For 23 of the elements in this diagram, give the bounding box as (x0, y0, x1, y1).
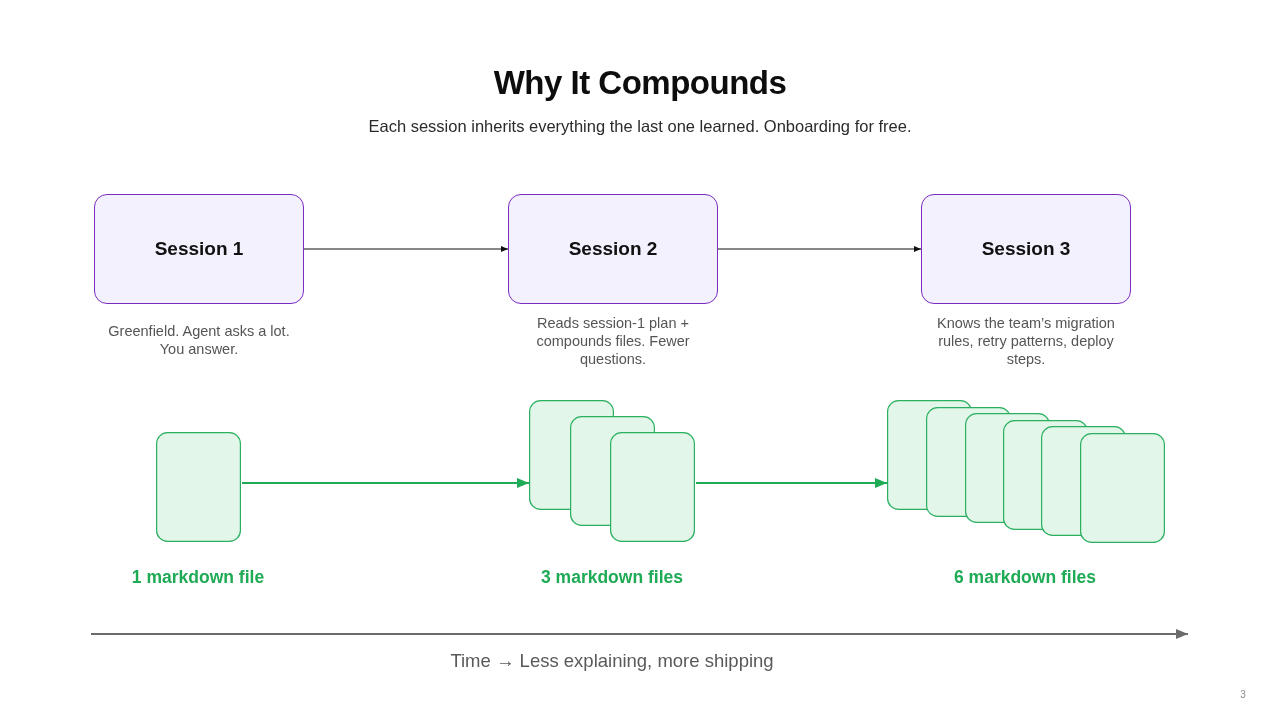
file-stack (529, 400, 696, 543)
arrow (717, 246, 922, 252)
session-box (921, 194, 1131, 304)
session-box (508, 194, 718, 304)
file-count-caption: 6 markdown files (953, 567, 1097, 588)
arrow (303, 246, 509, 252)
file-count-caption: 3 markdown files (540, 567, 684, 588)
session-description: Greenfield. Agent asks a lot. You answer. (107, 322, 291, 358)
file-count-caption: 1 markdown file (130, 567, 266, 588)
page-number: 3 (1240, 689, 1246, 700)
session-box (94, 194, 304, 304)
slide-title: Why It Compounds (493, 64, 787, 102)
session-label: Session 3 (981, 238, 1071, 260)
file-stack (887, 400, 1165, 543)
arrow (241, 478, 530, 488)
session-label: Session 1 (154, 238, 244, 260)
session-label: Session 2 (568, 238, 658, 260)
timeline-label: Time → Less explaining, more shipping (450, 650, 774, 671)
file-card (156, 432, 242, 543)
session-description: Knows the team’s migration rules, retry patterns, deploy steps. (936, 314, 1116, 368)
session-description: Reads session-1 plan + compounds files. Fewer questions. (535, 314, 691, 368)
arrow (695, 478, 888, 488)
subtitle: Each session inherits everything the last one learned. Onboarding for free. (368, 117, 912, 135)
